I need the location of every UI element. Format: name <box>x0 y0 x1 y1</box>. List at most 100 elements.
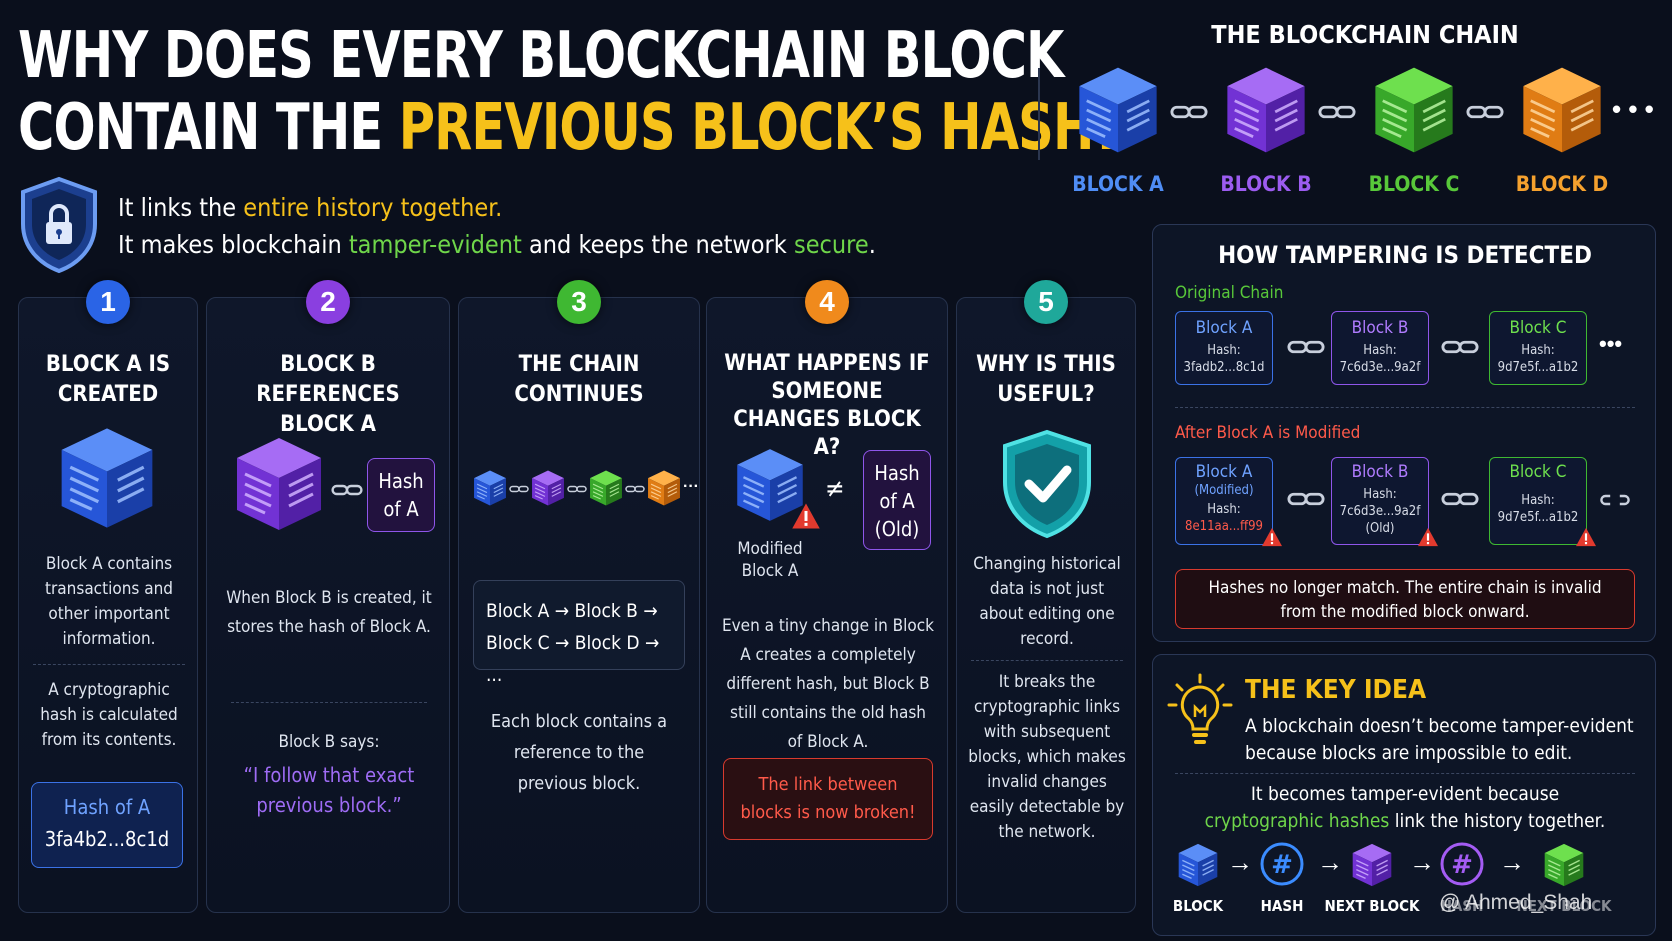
chain-link-icon <box>567 484 587 494</box>
block-name: Block B <box>1351 318 1409 338</box>
chain-row: • • • BLOCK A BLOCK B BLOCK C BLOCK D <box>1072 62 1662 202</box>
block-a-label: BLOCK A <box>1072 172 1164 196</box>
chain-link-icon <box>1441 489 1479 509</box>
chain-ellipsis: ••• <box>1599 331 1623 356</box>
intro-1-b: entire history together. <box>243 193 503 222</box>
flow-label: NEXT BLOCK <box>1324 897 1420 915</box>
next-block-cube-icon <box>1541 841 1587 889</box>
step-5-card: 5 WHY IS THIS USEFUL? Changing historica… <box>956 280 1136 913</box>
divider <box>971 660 1123 661</box>
block-a-cube-icon <box>53 422 161 534</box>
hash-icon: # <box>1440 842 1484 886</box>
hash-icon: # <box>1260 842 1304 886</box>
tampering-title: HOW TAMPERING IS DETECTED <box>1218 241 1592 269</box>
divider <box>33 664 185 665</box>
mini-chain: ··· <box>471 468 701 518</box>
block-name: Block C <box>1509 318 1567 338</box>
original-block-c: Block C Hash: 9d7e5f...a1b2 <box>1489 311 1587 385</box>
modified-block-b: Block B Hash: 7c6d3e...9a2f (Old) <box>1331 457 1429 545</box>
hash-box-value: 3fa4b2...8c1d <box>44 827 170 851</box>
mini-cube-icon <box>645 468 683 508</box>
flow-label: HASH <box>1260 897 1304 915</box>
divider <box>1175 773 1635 774</box>
step-3-title: THE CHAIN CONTINUES <box>514 352 644 407</box>
divider <box>231 702 427 703</box>
intro-2-e: . <box>868 230 876 259</box>
key-idea-panel: THE KEY IDEA A blockchain doesn’t become… <box>1152 654 1656 936</box>
original-block-b: Block B Hash: 7c6d3e...9a2f <box>1331 311 1429 385</box>
key-idea-highlight: cryptographic hashes <box>1204 810 1390 832</box>
step-2-title: BLOCK B REFERENCES BLOCK A <box>256 352 400 437</box>
arrow-icon: → <box>1409 847 1435 877</box>
hash-box-title: Hash of A <box>63 795 151 819</box>
chain-link-icon <box>1287 337 1325 357</box>
chain-ellipsis: ··· <box>683 478 699 495</box>
chain-link-icon <box>1287 489 1325 509</box>
sequence-line-1: Block A → Block B → <box>486 600 658 622</box>
step-5-text-2: It breaks the cryptographic links with s… <box>968 672 1126 842</box>
block-name: Block A <box>1195 462 1253 482</box>
svg-text:#: # <box>1451 850 1473 880</box>
intro-2-a: It makes blockchain <box>118 230 349 259</box>
watermark: @ Ahmed_Shah <box>1439 891 1593 914</box>
mini-cube-icon <box>529 468 567 508</box>
arrow-icon: → <box>1317 847 1343 877</box>
chain-link-icon <box>331 482 363 498</box>
broken-link-alert: The link between blocks is now broken! <box>723 758 933 840</box>
intro-2-b: tamper-evident <box>348 230 522 259</box>
step-3-card: 3 THE CHAIN CONTINUES ··· Block A → Bloc… <box>458 280 701 913</box>
warning-icon <box>791 502 821 530</box>
chain-link-icon <box>1318 102 1356 122</box>
tampering-panel: HOW TAMPERING IS DETECTED Original Chain… <box>1152 224 1656 642</box>
block-d-label: BLOCK D <box>1515 172 1609 196</box>
sequence-line-2: Block C → Block D → ... <box>486 632 660 686</box>
hash-label: Hash: <box>1207 343 1241 358</box>
lock-shield-icon <box>21 176 97 274</box>
hash-label: Hash: <box>1521 493 1555 508</box>
warning-icon <box>1261 527 1283 547</box>
divider <box>1175 407 1635 408</box>
step-4-title: WHAT HAPPENS IF SOMEONE CHANGES BLOCK A? <box>724 351 930 460</box>
old-tag: (Old) <box>1365 521 1395 536</box>
old-hash-box: Hash of A (Old) <box>863 450 931 550</box>
step-1-text-1: Block A contains transactions and other … <box>45 554 173 649</box>
chain-sequence-box: Block A → Block B → Block C → Block D → … <box>473 580 685 686</box>
hash-value: 9d7e5f...a1b2 <box>1497 510 1579 525</box>
hash-value: 7c6d3e...9a2f <box>1339 504 1421 519</box>
warning-icon <box>1417 527 1439 547</box>
tamper-message: Hashes no longer match. The entire chain… <box>1175 569 1635 629</box>
intro-1-a: It links the <box>118 193 244 222</box>
broken-link-icon <box>1600 494 1630 506</box>
intro-2-c: and keeps the network <box>521 230 794 259</box>
block-modified-tag: (Modified) <box>1194 483 1254 498</box>
mini-cube-icon <box>587 468 625 508</box>
step-4-number: 4 <box>805 280 849 324</box>
step-4-text-1: Even a tiny change in Block A creates a … <box>721 616 935 752</box>
step-1-card: 1 BLOCK A IS CREATED Block A contains tr… <box>18 280 198 913</box>
step-2-card: 2 BLOCK B REFERENCES BLOCK A Hash of A W… <box>206 280 450 913</box>
step-5-text-1: Changing historical data is not just abo… <box>973 554 1121 649</box>
block-name: Block C <box>1509 462 1567 482</box>
mini-cube-icon <box>471 468 509 508</box>
hash-value: 8e11aa...ff99 <box>1185 519 1263 534</box>
hash-value: 3fadb2...8c1d <box>1183 360 1265 375</box>
step-5-number: 5 <box>1024 280 1068 324</box>
title-line-2-a: CONTAIN THE <box>18 91 399 165</box>
flow-label: BLOCK <box>1172 897 1224 915</box>
chain-link-icon <box>509 484 529 494</box>
header-divider <box>1038 68 1040 160</box>
not-equal-sign: ≠ <box>825 474 845 504</box>
title-line-2-highlight: PREVIOUS BLOCK’S HASH? <box>398 91 1123 165</box>
flow-label: HASH <box>1440 897 1484 915</box>
modified-block-a: Block A (Modified) Hash: 8e11aa...ff99 <box>1175 457 1273 545</box>
step-2-text-1: When Block B is created, it stores the h… <box>226 588 432 637</box>
intro-2-d: secure <box>793 230 869 259</box>
hash-label: Hash: <box>1521 343 1555 358</box>
page-title: WHY DOES EVERY BLOCKCHAIN BLOCK CONTAIN … <box>18 20 1122 165</box>
step-2-number: 2 <box>306 280 350 324</box>
block-c-label: BLOCK C <box>1368 172 1460 196</box>
original-block-a: Block A Hash: 3fadb2...8c1d <box>1175 311 1273 385</box>
block-name: Block B <box>1351 462 1409 482</box>
arrow-icon: → <box>1499 847 1525 877</box>
hash-label: Hash: <box>1363 343 1397 358</box>
